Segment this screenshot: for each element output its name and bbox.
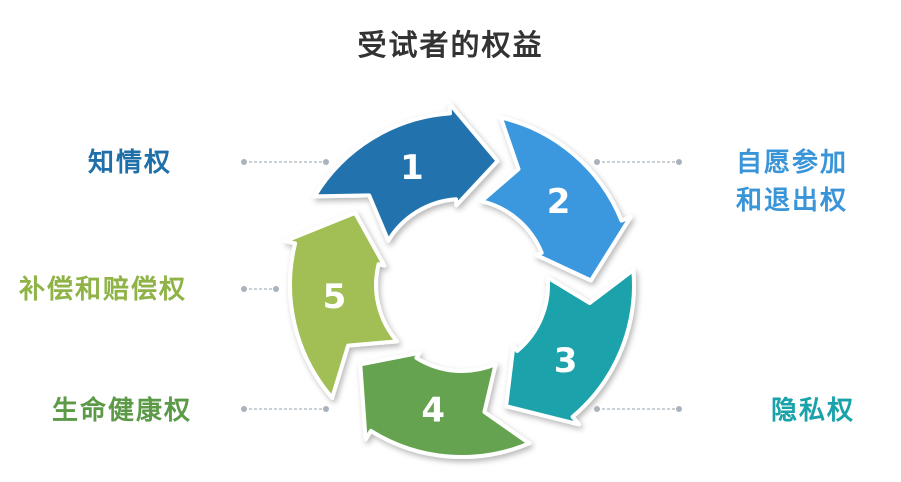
connector-informed-consent <box>241 159 329 165</box>
label-life-health: 生命健康权 <box>52 392 192 430</box>
label-line: 自愿参加 <box>736 148 849 178</box>
segment-number-compensation: 5 <box>323 277 347 317</box>
label-voluntary-participation: 自愿参加 和退出权 <box>736 144 848 220</box>
arrow-segment-voluntary-participation <box>479 115 633 283</box>
label-line: 生命健康权 <box>52 396 193 426</box>
arrow-segment-privacy <box>504 268 636 427</box>
segment-number-informed-consent: 1 <box>400 148 424 188</box>
label-line: 补偿和赔偿权 <box>19 275 188 305</box>
segment-number-life-health: 4 <box>421 391 445 431</box>
label-informed-consent: 知情权 <box>88 144 172 182</box>
connector-privacy <box>594 406 682 412</box>
label-compensation: 补偿和赔偿权 <box>19 271 187 309</box>
arrow-segment-informed-consent <box>312 101 500 243</box>
arrow-segment-compensation <box>283 210 400 400</box>
connector-compensation <box>241 286 279 292</box>
diagram-title: 受试者的权益 <box>357 28 544 62</box>
label-line: 知情权 <box>88 148 173 178</box>
arrow-segment-life-health <box>358 350 532 459</box>
connector-life-health <box>241 406 329 412</box>
label-privacy: 隐私权 <box>771 392 855 430</box>
label-line: 隐私权 <box>771 396 856 426</box>
connector-voluntary-participation <box>594 159 682 165</box>
label-line: 和退出权 <box>736 186 849 216</box>
segment-number-voluntary-participation: 2 <box>547 182 571 222</box>
segment-number-privacy: 3 <box>554 341 578 381</box>
